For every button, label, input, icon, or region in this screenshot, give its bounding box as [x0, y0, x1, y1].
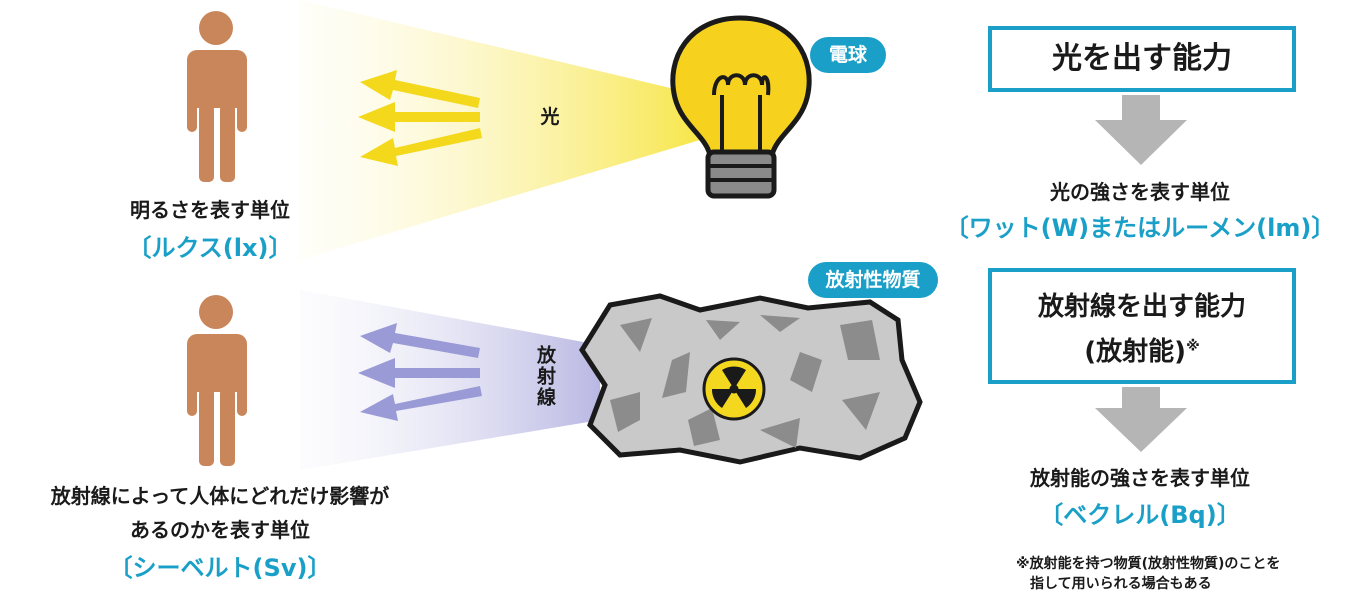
radioactivity-title-2-row: (放射能)※	[992, 331, 1292, 368]
down-arrow-icon	[1095, 95, 1187, 165]
light-ability-box: 光を出す能力	[988, 26, 1296, 92]
sievert-caption-2: あるのかを表す単位	[130, 518, 310, 542]
person-icon	[187, 11, 247, 182]
source-badge: 放射性物質	[808, 262, 938, 298]
bulb-badge: 電球	[810, 37, 886, 73]
footnote-2: 指して用いられる場合もある	[1030, 576, 1212, 592]
light-strength-unit: 〔ワット(W)またはルーメン(lm)〕	[944, 214, 1336, 242]
arrow-icon	[358, 70, 482, 166]
light-strength-caption: 光の強さを表す単位	[1050, 180, 1230, 204]
light-ability-title: 光を出す能力	[1052, 41, 1232, 76]
sievert-unit: 〔シーベルト(Sv)〕	[108, 554, 332, 582]
light-label: 光	[540, 106, 560, 128]
radiation-trefoil-icon	[711, 366, 757, 408]
light-beam	[300, 0, 700, 260]
becquerel-caption: 放射能の強さを表す単位	[1030, 466, 1250, 490]
lux-caption: 明るさを表す単位	[130, 198, 290, 222]
footnote-1: ※放射能を持つ物質(放射性物質)のことを	[1016, 556, 1281, 572]
light-bulb-icon	[670, 15, 812, 199]
radioactivity-title-2: (放射能)	[1084, 337, 1187, 367]
arrow-icon	[358, 323, 482, 421]
footnote-mark: ※	[1186, 338, 1200, 355]
rock-icon	[579, 293, 923, 465]
down-arrow-icon	[1095, 387, 1187, 452]
radioactivity-box: 放射線を出す能力 (放射能)※	[988, 268, 1296, 384]
person-icon	[187, 295, 247, 466]
becquerel-unit: 〔ベクレル(Bq)〕	[1039, 501, 1241, 529]
lux-unit: 〔ルクス(lx)〕	[127, 234, 293, 262]
sievert-caption-1: 放射線によって人体にどれだけ影響が	[50, 484, 390, 508]
radiation-label: 放射線	[534, 345, 556, 408]
radioactivity-title-1: 放射線を出す能力	[1037, 292, 1246, 322]
